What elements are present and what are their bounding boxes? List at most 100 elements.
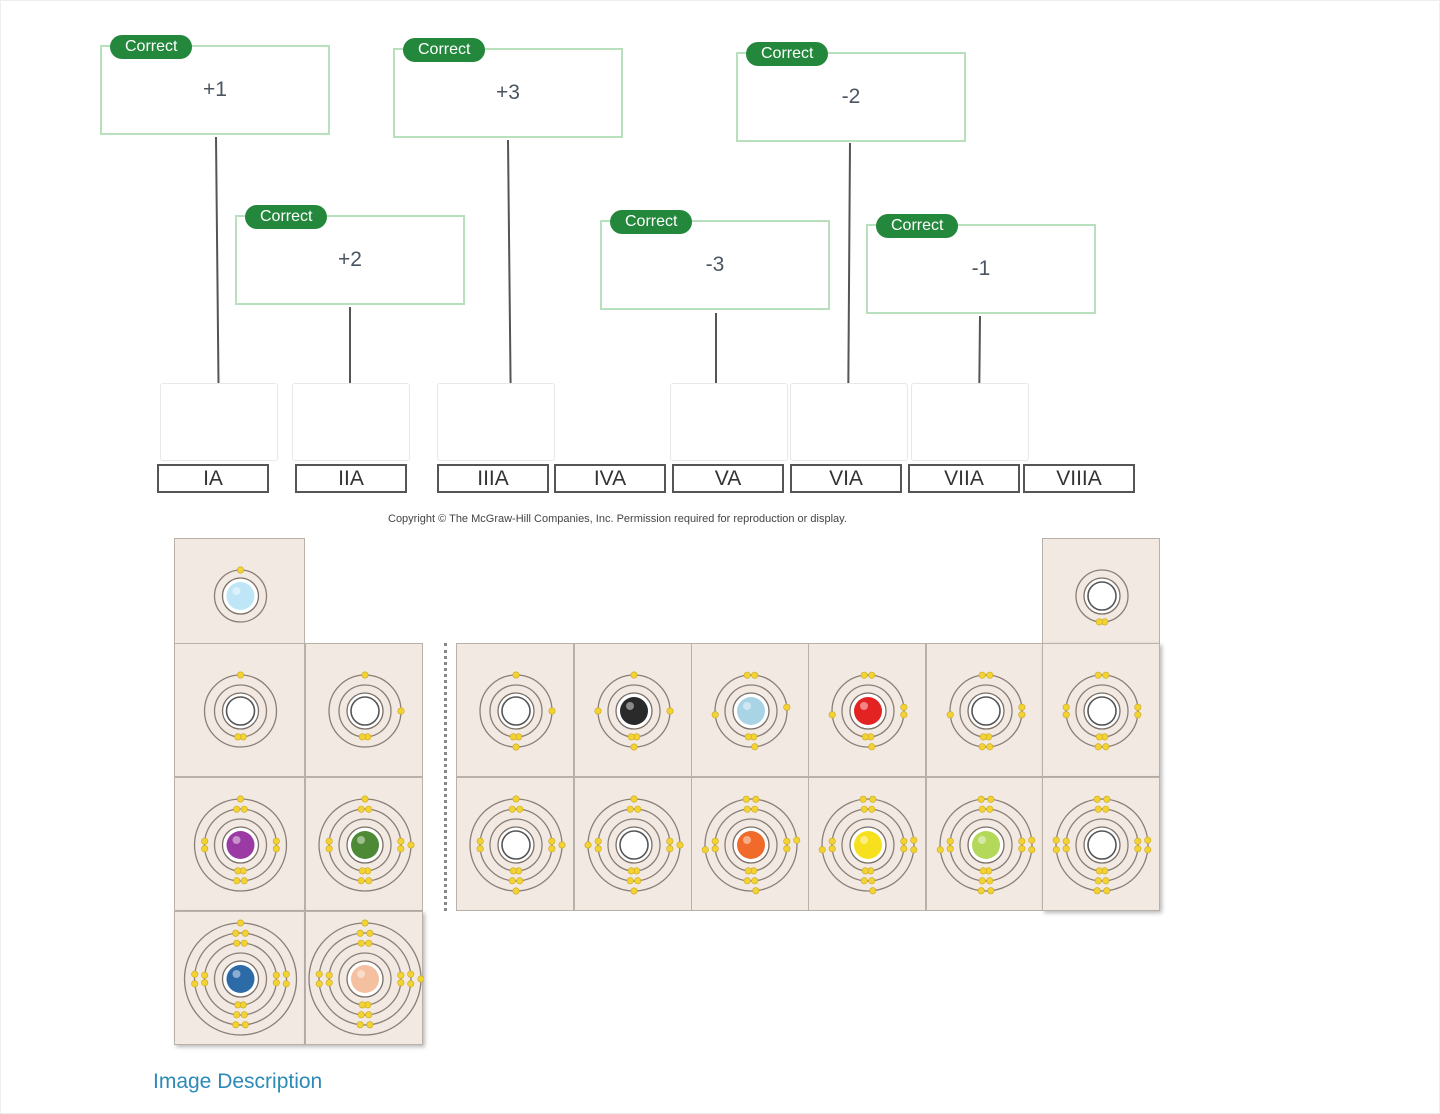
element-cell-si — [574, 777, 692, 911]
answer-box-ia[interactable]: Correct+1 — [100, 35, 330, 135]
electron — [1062, 703, 1070, 711]
electron-shell — [203, 942, 278, 1016]
answer-box-via[interactable]: Correct-2 — [736, 42, 966, 142]
correct-badge: Correct — [746, 42, 829, 66]
electron — [1094, 671, 1102, 679]
electron-shell — [939, 798, 1033, 892]
electron — [1028, 846, 1036, 854]
atom-diagram-he — [1075, 569, 1129, 626]
electron-shell — [328, 808, 402, 882]
electron — [861, 733, 869, 741]
nucleus-highlight — [860, 702, 868, 710]
drop-slot[interactable] — [437, 383, 555, 461]
nucleus — [619, 830, 649, 860]
element-cell-mg — [305, 777, 423, 911]
nucleus — [350, 696, 380, 726]
electron — [711, 711, 719, 719]
answer-box-iiia[interactable]: Correct+3 — [393, 38, 623, 138]
electron — [860, 805, 868, 813]
answer-box-iia[interactable]: Correct+2 — [235, 205, 465, 305]
electron — [1062, 845, 1070, 853]
electron — [946, 845, 954, 853]
electron — [366, 1021, 374, 1029]
electron — [1134, 845, 1142, 853]
electron — [365, 805, 373, 813]
copyright-notice: Copyright © The McGraw-Hill Companies, I… — [388, 513, 847, 525]
electron-shell — [328, 942, 402, 1016]
nucleus — [1087, 830, 1117, 860]
electron — [630, 887, 638, 895]
electron — [1103, 795, 1111, 803]
electron — [191, 980, 199, 988]
electron — [236, 566, 244, 574]
drop-slot[interactable] — [790, 383, 908, 461]
drop-slot[interactable] — [292, 383, 410, 461]
electron — [946, 711, 954, 719]
electron-shell — [597, 808, 671, 882]
answer-value: +3 — [496, 81, 520, 104]
electron — [358, 867, 366, 875]
electron — [272, 979, 280, 987]
nucleus-highlight — [232, 587, 241, 595]
electron — [828, 711, 836, 719]
answer-box-viia[interactable]: Correct-1 — [866, 214, 1096, 314]
correct-badge: Correct — [110, 35, 193, 59]
electron — [236, 795, 244, 803]
electron — [860, 671, 868, 679]
electron — [594, 707, 602, 715]
electron — [868, 805, 876, 813]
electron — [512, 743, 520, 751]
electron — [1093, 795, 1101, 803]
electron — [233, 1011, 241, 1019]
group-label: VIA — [790, 464, 902, 493]
electron — [743, 805, 751, 813]
electron — [752, 795, 760, 803]
electron — [977, 887, 985, 895]
electron-shell — [318, 932, 412, 1026]
electron — [744, 733, 752, 741]
electron — [744, 867, 752, 875]
electron — [859, 795, 867, 803]
electron — [594, 845, 602, 853]
electron — [512, 671, 520, 679]
electron — [233, 939, 241, 947]
nucleus — [1087, 581, 1117, 611]
element-cell-h — [174, 538, 305, 644]
electron — [234, 733, 242, 741]
electron — [869, 887, 877, 895]
drop-slot[interactable] — [670, 383, 788, 461]
electron — [1144, 846, 1152, 854]
electron — [630, 671, 638, 679]
electron — [634, 877, 642, 885]
element-cell-he — [1042, 538, 1160, 644]
electron — [361, 919, 369, 927]
nucleus — [854, 697, 882, 725]
electron — [240, 1011, 248, 1019]
electron — [236, 671, 244, 679]
electron — [1102, 805, 1110, 813]
electron — [584, 841, 592, 849]
electron — [325, 979, 333, 987]
drop-slot[interactable] — [911, 383, 1029, 461]
drop-slot[interactable] — [160, 383, 278, 461]
electron — [1134, 711, 1142, 719]
element-cell-f — [926, 643, 1044, 777]
electron — [711, 837, 719, 845]
electron — [1018, 837, 1026, 845]
nucleus-highlight — [232, 836, 241, 844]
atom-diagram-f — [946, 671, 1026, 751]
electron — [201, 979, 209, 987]
electron — [900, 703, 908, 711]
electron — [818, 846, 826, 854]
nucleus — [620, 697, 648, 725]
nucleus — [737, 831, 765, 859]
electron — [1018, 711, 1026, 719]
group-label: VA — [672, 464, 784, 493]
electron — [509, 867, 517, 875]
electron — [900, 845, 908, 853]
image-description-link[interactable]: Image Description — [153, 1070, 323, 1093]
atom-diagram-ar — [1052, 795, 1152, 895]
electron — [357, 939, 365, 947]
electron — [743, 877, 751, 885]
answer-box-va[interactable]: Correct-3 — [600, 210, 830, 310]
